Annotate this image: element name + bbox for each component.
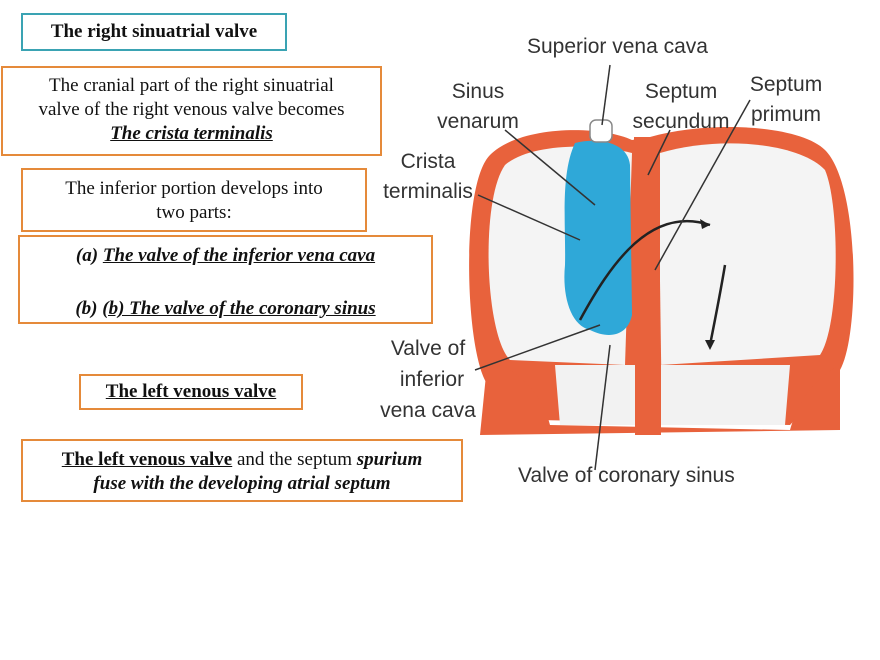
label-terminalis: terminalis	[383, 180, 473, 203]
valve-b-text: (b) The valve of the coronary sinus	[102, 298, 376, 319]
leader-sinus	[504, 129, 596, 206]
label-sinus: Sinus	[452, 80, 505, 103]
flow-arrow-head-upper	[700, 219, 710, 229]
left-desc-mid: and the septum	[232, 449, 357, 470]
inferior-line-1: The inferior portion develops into	[65, 178, 323, 199]
left-desc-italic: spurium	[356, 449, 423, 470]
label-inferior: inferior	[400, 368, 464, 391]
left-desc-bold: The left venous valve	[61, 449, 233, 470]
right-sinuatrial-title: The right sinuatrial valve	[21, 13, 287, 51]
flow-arrow-head-lower	[705, 340, 715, 350]
leader-coronary	[594, 344, 611, 471]
lower-septum	[635, 355, 661, 435]
label-septum-secundum-2: secundum	[633, 110, 730, 133]
label-septum-primum-1: Septum	[750, 73, 822, 96]
valve-a-text: The valve of the inferior vena cava	[102, 245, 376, 266]
label-septum-secundum-1: Septum	[645, 80, 717, 103]
left-valve-title-text: The left venous valve	[105, 381, 277, 402]
leader-ivc	[474, 324, 601, 371]
left-desc-line-1: The left venous valve and the septum spu…	[23, 448, 461, 472]
left-desc-line-2: fuse with the developing atrial septum	[93, 473, 391, 494]
svc-vessel	[589, 119, 613, 143]
heart-atria-diagram: Superior vena cava Sinus venarum Septum …	[380, 35, 854, 487]
label-superior-vena-cava: Superior vena cava	[527, 35, 708, 58]
inferior-portion-box: The inferior portion develops into two p…	[21, 168, 367, 232]
lower-cavity	[555, 365, 790, 425]
leader-septum-secundum	[647, 129, 671, 176]
label-septum-primum-2: primum	[751, 103, 821, 126]
flow-arrow-lower	[708, 264, 727, 346]
left-venous-valve-title: The left venous valve	[79, 374, 303, 410]
two-valves-box: (a) The valve of the inferior vena cava …	[18, 235, 433, 324]
label-vena-cava: vena cava	[380, 399, 476, 422]
cranial-line-1: The cranial part of the right sinuatrial	[49, 75, 334, 96]
left-atrium-cavity	[660, 143, 836, 365]
cranial-line-2: valve of the right venous valve becomes	[38, 99, 345, 120]
valve-a-row: (a) The valve of the inferior vena cava	[20, 244, 431, 268]
valve-b-prefix: (b)	[75, 298, 98, 319]
leader-crista	[477, 194, 581, 241]
left-venous-valve-desc: The left venous valve and the septum spu…	[21, 439, 463, 502]
leader-septum-primum	[654, 99, 751, 271]
label-valve-coronary-sinus: Valve of coronary sinus	[518, 464, 735, 487]
sinus-venarum-region	[564, 140, 632, 335]
valve-b-row: (b) (b) The valve of the coronary sinus	[20, 297, 431, 321]
label-crista: Crista	[401, 150, 456, 173]
cranial-part-box: The cranial part of the right sinuatrial…	[1, 66, 382, 156]
inferior-line-2: two parts:	[156, 202, 232, 223]
leader-svc	[601, 64, 611, 126]
crista-terminalis-text: The crista terminalis	[110, 123, 273, 144]
atrial-septum	[632, 137, 662, 425]
flow-arrow-upper	[578, 219, 711, 321]
lower-wall	[480, 355, 840, 435]
label-venarum: venarum	[437, 110, 519, 133]
label-valve-of: Valve of	[391, 337, 465, 360]
title-text: The right sinuatrial valve	[50, 21, 258, 42]
valve-a-prefix: (a)	[75, 245, 99, 266]
